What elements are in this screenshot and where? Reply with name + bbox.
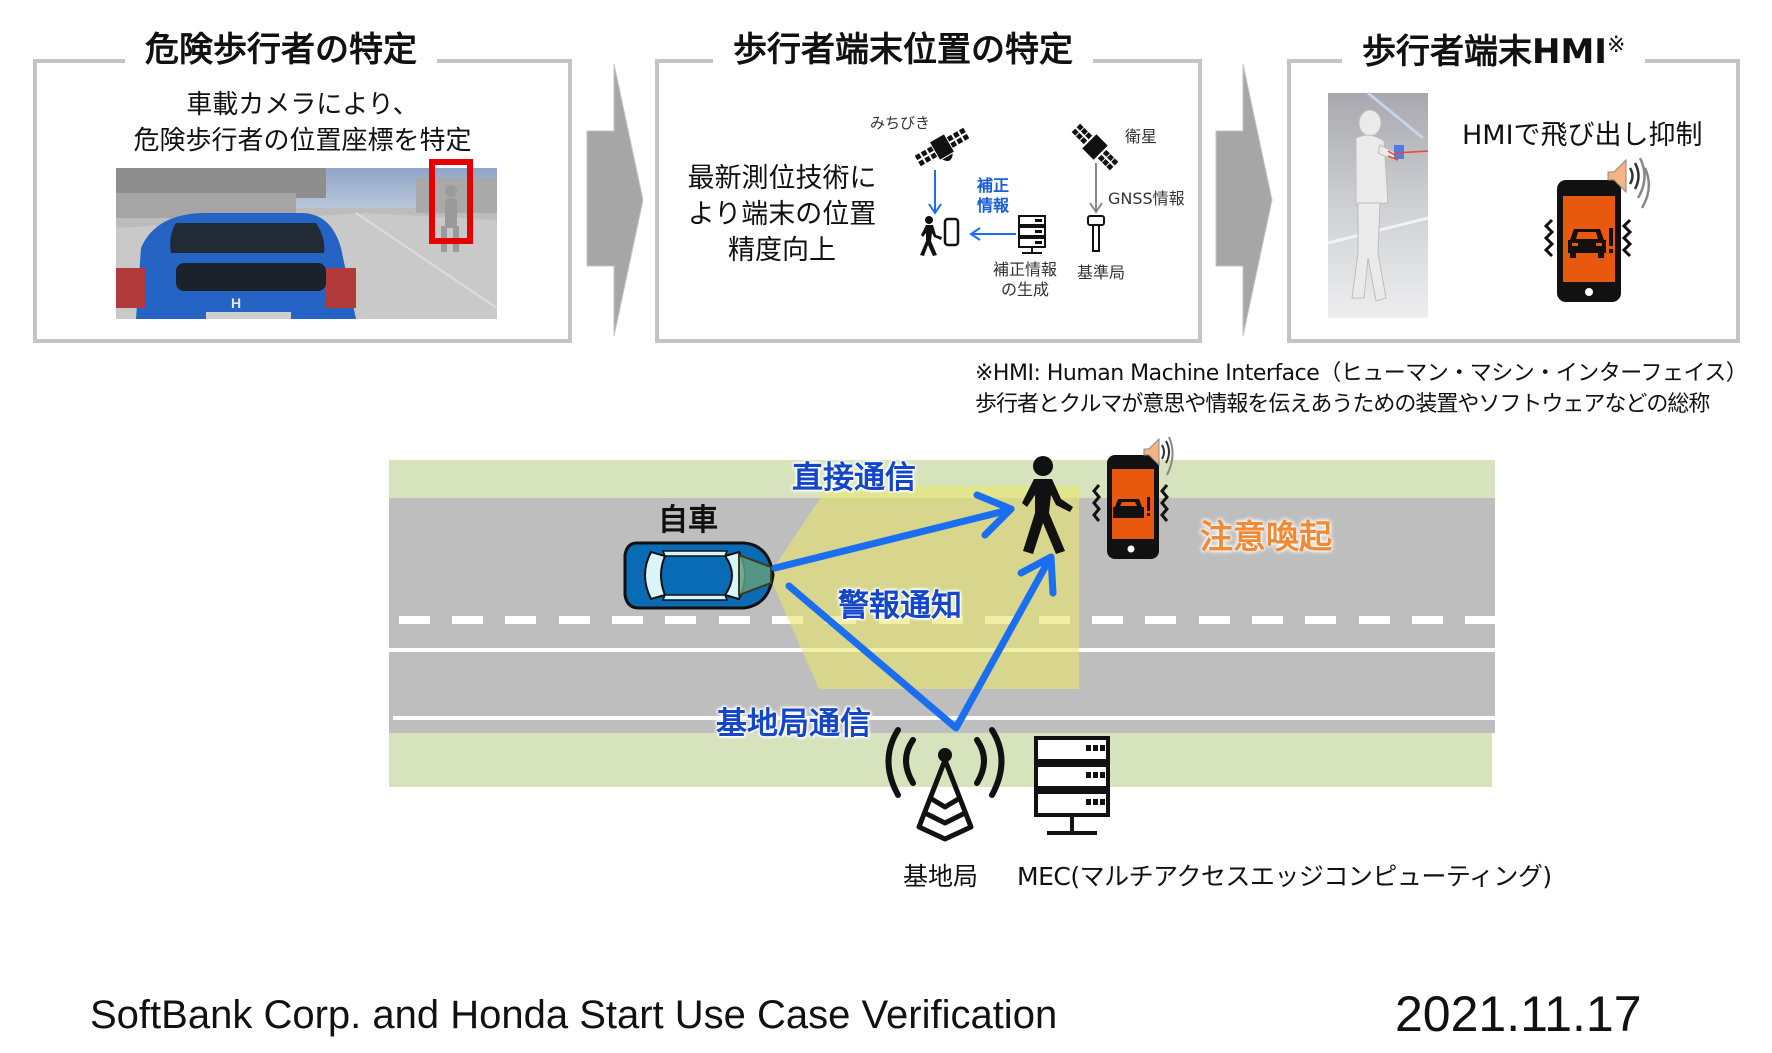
mec-server-icon [1034,736,1110,835]
panel1-title: 危険歩行者の特定 [125,30,437,70]
road-diagram [389,436,1495,842]
correction-info-label-1: 補正 [977,176,1010,195]
hmi-note-mark: ※ [1606,33,1626,58]
left-arrow-icon [969,227,1016,241]
panel3-title: 歩行者端末HMI※ [1342,32,1646,72]
satellite-label: 衛星 [1125,127,1158,146]
michibiki-label: みちびき [870,114,931,132]
panel1-desc-line1: 車載カメラにより、 [186,90,419,120]
pedestrian-icon [1022,456,1073,554]
panel2-title: 歩行者端末位置の特定 [713,30,1093,70]
panel3-title-text: 歩行者端末HMI [1362,32,1607,72]
flow-arrow-1 [586,63,644,337]
alert-notify-label: 警報通知 [838,588,962,624]
base-station-label: 基地局 [903,862,979,891]
panel2-desc-line1: 最新測位技術に [687,163,877,194]
own-vehicle-icon [623,541,775,610]
panel1-desc-line2: 危険歩行者の位置座標を特定 [133,126,472,156]
attention-label: 注意喚起 [1200,517,1332,556]
direct-comm-label: 直接通信 [792,460,916,496]
flow-arrow-2 [1215,63,1273,337]
panel2-desc-line2: より端末の位置 [687,199,877,230]
svg-text:H: H [231,295,241,311]
camera-image: H [116,159,498,319]
panel3-desc: HMIで飛び出し抑制 [1462,120,1703,151]
base-comm-label: 基地局通信 [716,706,871,742]
panel-terminal-position [655,59,1202,343]
alert-phone-icon [1543,157,1651,302]
mec-label: MEC(マルチアクセスエッジコンピューティング) [1017,862,1552,891]
direct-comm-arrow [771,491,1015,572]
reference-station-label: 基準局 [1077,263,1126,282]
pedestrian-phone-icon [920,216,960,256]
correction-gen-label-1: 補正情報 [992,260,1057,279]
correction-info-label-2: 情報 [977,196,1010,215]
down-arrow-icon [928,170,942,215]
correction-gen-label-2: の生成 [1000,280,1049,299]
footnote-line1: ※HMI: Human Machine Interface（ヒューマン・マシン・… [975,361,1748,386]
michibiki-satellite-icon [914,127,970,167]
footnote-line2: 歩行者とクルマが意思や情報を伝えあうための装置やソフトウェアなどの総称 [975,392,1710,417]
gnss-down-arrow-icon [1089,163,1103,214]
own-vehicle-label: 自車 [658,503,718,538]
panel2-desc-line3: 精度向上 [728,235,836,266]
pedestrian-render-image [1327,91,1429,318]
footer-date: 2021.11.17 [1395,986,1642,1042]
base-station-icon [885,727,1005,798]
base-comm-arrow [785,553,1057,732]
alert-phone-diagram-icon [1092,436,1174,559]
base-station-tower [916,757,974,842]
gnss-satellite-icon [1071,123,1119,171]
footer-caption: SoftBank Corp. and Honda Start Use Case … [90,993,1058,1037]
reference-station-icon [1087,215,1105,252]
correction-server-icon [1018,215,1046,254]
gnss-info-label: GNSS情報 [1108,189,1185,208]
